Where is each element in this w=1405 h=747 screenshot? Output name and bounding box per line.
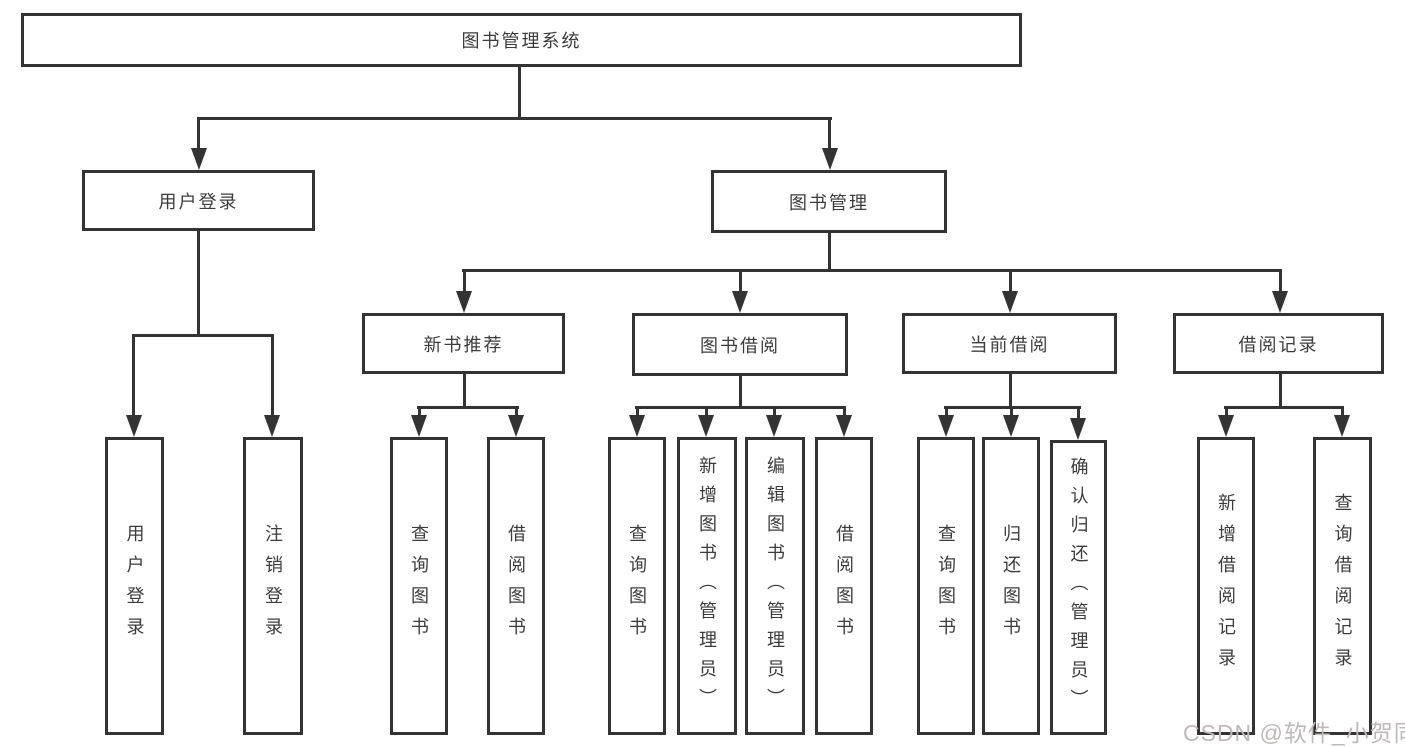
leaf-borrow-books-2: 借阅图书: [815, 437, 873, 735]
connector-drop: [945, 406, 948, 418]
connector-drop: [1225, 406, 1228, 418]
node-user-login: 用户登录: [82, 170, 315, 231]
connector-book-mgmt-stem: [828, 233, 831, 272]
leaf-query-books-2: 查询图书: [608, 437, 666, 735]
leaf-borrow-books-1: 借阅图书: [487, 437, 545, 735]
node-root: 图书管理系统: [21, 13, 1022, 67]
connector-drop: [132, 334, 135, 415]
leaf-add-borrow-record-label: 新增借阅记录: [1216, 493, 1236, 679]
connector-root-stem: [518, 66, 521, 120]
leaf-query-books-1-label: 查询图书: [409, 524, 429, 648]
connector-drop: [1341, 406, 1344, 418]
leaf-borrow-books-1-label: 借阅图书: [506, 524, 526, 648]
arrow-down-icon: [191, 148, 207, 170]
connector-drop: [1009, 269, 1012, 293]
connector-drop: [843, 406, 846, 418]
arrow-down-icon: [1272, 291, 1288, 313]
connector-user-login-rail: [132, 334, 274, 337]
connector-level2-rail: [197, 117, 832, 120]
arrow-down-icon: [1334, 415, 1350, 437]
leaf-borrow-books-2-label: 借阅图书: [834, 524, 854, 648]
arrow-down-icon: [126, 415, 142, 437]
node-current-borrow-label: 当前借阅: [969, 334, 1050, 355]
node-book-mgmt-label: 图书管理: [789, 192, 869, 213]
connector-stem: [463, 374, 466, 408]
arrow-down-icon: [1002, 291, 1018, 313]
leaf-query-borrow-record-label: 查询借阅记录: [1332, 493, 1353, 679]
node-book-borrow-label: 图书借阅: [700, 335, 780, 356]
arrow-down-icon: [938, 415, 954, 437]
connector-rail: [635, 406, 845, 409]
node-current-borrow: 当前借阅: [902, 313, 1117, 374]
leaf-confirm-return-admin-label: 确认归还（管理员）: [1068, 457, 1089, 718]
connector-drop: [271, 334, 274, 415]
node-root-label: 图书管理系统: [461, 31, 582, 51]
leaf-logout: 注销登录: [243, 437, 303, 735]
leaf-query-books-3-label: 查询图书: [936, 524, 956, 648]
connector-user-login-stem: [197, 231, 200, 337]
connector-drop: [773, 406, 776, 418]
connector-drop: [515, 406, 518, 418]
leaf-add-books-admin: 新增图书（管理员）: [677, 437, 737, 735]
leaf-query-books-1: 查询图书: [390, 437, 448, 735]
leaf-add-borrow-record: 新增借阅记录: [1197, 437, 1255, 735]
arrow-down-icon: [629, 415, 645, 437]
node-borrow-records: 借阅记录: [1173, 313, 1384, 374]
connector-drop: [705, 406, 708, 418]
node-book-mgmt: 图书管理: [711, 170, 947, 233]
connector-drop: [418, 406, 421, 418]
connector-rail: [417, 406, 519, 409]
arrow-down-icon: [766, 415, 782, 437]
leaf-return-books-label: 归还图书: [1001, 524, 1021, 648]
arrow-down-icon: [836, 415, 852, 437]
connector-stem: [739, 376, 742, 408]
arrow-down-icon: [1218, 415, 1234, 437]
leaf-add-books-admin-label: 新增图书（管理员）: [697, 455, 717, 717]
leaf-edit-books-admin-label: 编辑图书（管理员）: [765, 455, 785, 717]
node-new-book-rec-label: 新书推荐: [423, 334, 504, 355]
leaf-query-books-2-label: 查询图书: [627, 524, 647, 648]
leaf-user-login-label: 用户登录: [124, 524, 145, 648]
arrow-down-icon: [1003, 415, 1019, 437]
connector-rail: [1224, 406, 1344, 409]
arrow-down-icon: [456, 291, 472, 313]
connector-drop: [463, 269, 466, 293]
node-book-borrow: 图书借阅: [632, 313, 848, 376]
leaf-logout-label: 注销登录: [263, 524, 283, 648]
leaf-user-login: 用户登录: [105, 437, 164, 735]
connector-stem: [1279, 374, 1282, 408]
node-new-book-rec: 新书推荐: [362, 313, 565, 374]
leaf-edit-books-admin: 编辑图书（管理员）: [745, 437, 805, 735]
arrow-down-icon: [508, 415, 524, 437]
node-user-login-label: 用户登录: [158, 191, 239, 212]
connector-stem: [1009, 374, 1012, 408]
arrow-down-icon: [698, 415, 714, 437]
arrow-down-icon: [411, 415, 427, 437]
connector-user-login-drop: [197, 117, 200, 152]
leaf-query-borrow-record: 查询借阅记录: [1313, 437, 1372, 735]
connector-drop: [1010, 406, 1013, 418]
connector-drop: [636, 406, 639, 418]
leaf-query-books-3: 查询图书: [917, 437, 975, 735]
connector-level3-rail: [462, 269, 1282, 272]
connector-drop: [1279, 269, 1282, 293]
leaf-return-books: 归还图书: [982, 437, 1040, 735]
arrow-down-icon: [1070, 418, 1086, 440]
arrow-down-icon: [822, 148, 838, 170]
arrow-down-icon: [732, 291, 748, 313]
leaf-confirm-return-admin: 确认归还（管理员）: [1050, 440, 1107, 735]
node-borrow-records-label: 借阅记录: [1238, 334, 1319, 355]
arrow-down-icon: [264, 415, 280, 437]
csdn-watermark: CSDN @软件_小贺同学: [1183, 720, 1405, 746]
connector-drop: [739, 269, 742, 293]
connector-drop: [1077, 406, 1080, 420]
connector-book-mgmt-drop: [828, 117, 831, 152]
